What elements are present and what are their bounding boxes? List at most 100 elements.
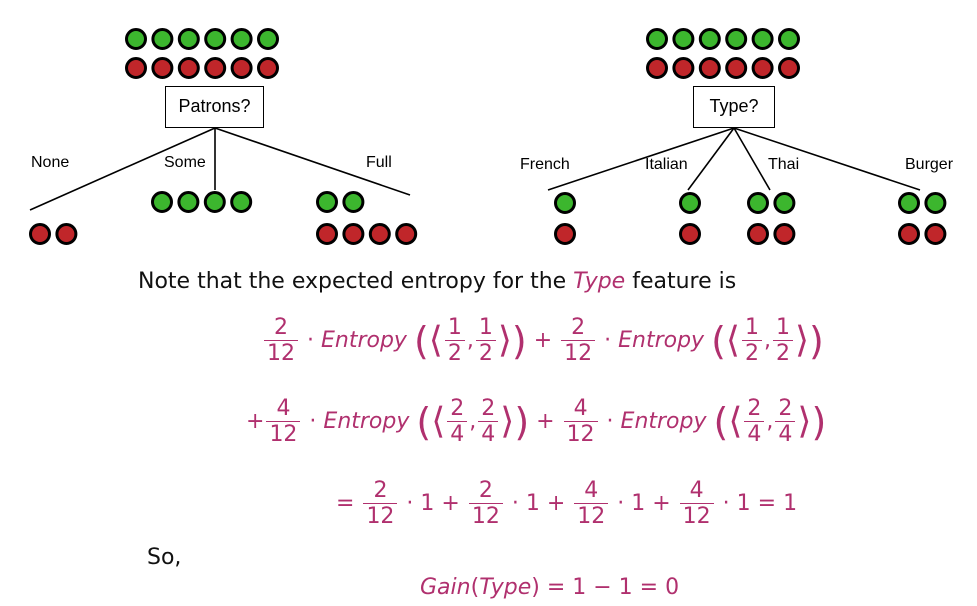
negative-example-dot xyxy=(725,57,748,79)
positive-example-dot xyxy=(725,28,748,50)
edge-full xyxy=(214,127,411,196)
negative-example-dot xyxy=(342,223,365,245)
negative-example-dot xyxy=(898,223,920,245)
positive-example-dot xyxy=(924,192,947,214)
positive-example-dot xyxy=(672,28,695,50)
negative-example-dot xyxy=(29,223,51,245)
entropy-label: Entropy xyxy=(323,408,410,434)
negative-example-dot xyxy=(230,57,253,79)
branch-label-thai: Thai xyxy=(768,156,800,173)
negative-example-dot xyxy=(177,57,200,79)
edge-french xyxy=(547,127,735,191)
positive-example-dot xyxy=(151,191,173,213)
negative-example-dot xyxy=(672,57,695,79)
patrons-question: Patrons? xyxy=(178,96,251,116)
negative-example-dot xyxy=(778,57,800,79)
edge-burger xyxy=(733,127,921,191)
type-question: Type? xyxy=(709,96,759,116)
positive-example-dot xyxy=(204,28,227,50)
negative-example-dot xyxy=(747,223,769,245)
negative-example-dot xyxy=(751,57,774,79)
negative-example-dot xyxy=(698,57,721,79)
positive-example-dot xyxy=(230,191,253,213)
note-suffix: feature is xyxy=(625,269,737,294)
positive-example-dot xyxy=(679,192,701,214)
negative-example-dot xyxy=(773,223,796,245)
entropy-label: Entropy xyxy=(618,327,705,353)
negative-example-dot xyxy=(924,223,947,245)
negative-example-dot xyxy=(257,57,279,79)
negative-example-dot xyxy=(395,223,418,245)
branch-label-french: French xyxy=(520,156,570,173)
negative-example-dot xyxy=(554,223,576,245)
branch-label-burger: Burger xyxy=(905,156,954,173)
positive-example-dot xyxy=(342,191,365,213)
positive-example-dot xyxy=(646,28,668,50)
branch-label-some: Some xyxy=(164,154,206,171)
so-label: So, xyxy=(147,545,182,570)
note-prefix: Note that the expected entropy for the xyxy=(138,269,574,294)
negative-example-dot xyxy=(316,223,338,245)
positive-example-dot xyxy=(747,192,769,214)
positive-example-dot xyxy=(751,28,774,50)
note-feature: Type xyxy=(573,269,626,294)
gain-func: Gain xyxy=(420,575,471,600)
decision-trees xyxy=(29,28,947,245)
note-sentence: Note that the expected entropy for the T… xyxy=(138,269,736,294)
example-dots xyxy=(29,28,947,245)
branch-label-full: Full xyxy=(366,154,392,171)
positive-example-dot xyxy=(125,28,147,50)
negative-example-dot xyxy=(55,223,78,245)
entropy-label: Entropy xyxy=(620,408,707,434)
positive-example-dot xyxy=(203,191,226,213)
positive-example-dot xyxy=(316,191,338,213)
negative-example-dot xyxy=(368,223,391,245)
branch-label-none: None xyxy=(31,154,70,171)
negative-example-dot xyxy=(125,57,147,79)
negative-example-dot xyxy=(151,57,174,79)
positive-example-dot xyxy=(778,28,800,50)
gain-equation: Gain(Type) = 1 − 1 = 0 xyxy=(420,575,680,600)
positive-example-dot xyxy=(177,28,200,50)
positive-example-dot xyxy=(230,28,253,50)
edge-none xyxy=(29,127,216,211)
positive-example-dot xyxy=(773,192,796,214)
negative-example-dot xyxy=(204,57,227,79)
positive-example-dot xyxy=(898,192,920,214)
positive-example-dot xyxy=(698,28,721,50)
branch-label-italian: Italian xyxy=(645,156,688,173)
edge-italian xyxy=(687,127,735,191)
type-question-box: Type? xyxy=(693,86,775,128)
positive-example-dot xyxy=(257,28,279,50)
positive-example-dot xyxy=(177,191,200,213)
negative-example-dot xyxy=(679,223,701,245)
gain-arg: Type xyxy=(479,575,532,600)
positive-example-dot xyxy=(151,28,174,50)
edge-thai xyxy=(733,127,771,191)
entropy-label: Entropy xyxy=(320,327,407,353)
patrons-question-box: Patrons? xyxy=(165,86,264,128)
negative-example-dot xyxy=(646,57,668,79)
gain-expr: = 1 − 1 = 0 xyxy=(539,575,680,600)
positive-example-dot xyxy=(554,192,576,214)
